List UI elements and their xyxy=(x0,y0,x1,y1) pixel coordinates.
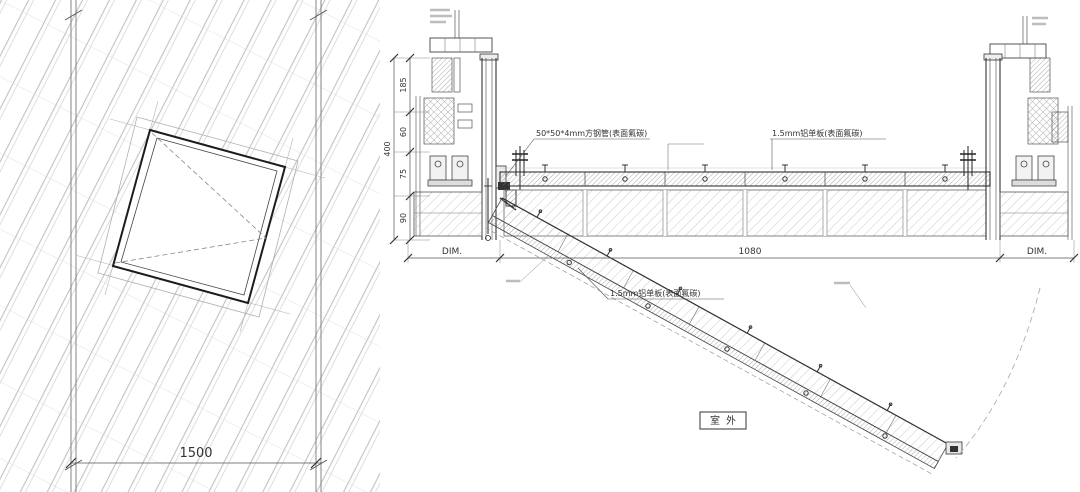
grid-line-right xyxy=(309,0,328,492)
swing-arc xyxy=(955,287,1041,459)
outdoor-text: 室外 xyxy=(710,414,742,427)
note-alum-panel-slope: 1.5mm铝单板(表面氟碳) xyxy=(610,288,701,298)
opening-frame xyxy=(111,128,287,305)
note-steel-tube: 50*50*4mm方钢管(表面氟碳) xyxy=(536,128,647,138)
micro-annotation xyxy=(1032,16,1048,26)
fastener-cluster xyxy=(960,146,976,190)
dimension-1500: 1500 xyxy=(179,446,212,461)
dimension-v-75: 75 xyxy=(399,169,408,179)
horizontal-panel-band xyxy=(499,164,991,237)
dimension-dim-right: DIM. xyxy=(1027,247,1047,257)
stone-cladding-block xyxy=(999,191,1069,237)
annotations: 50*50*4mm方钢管(表面氟碳) 1.5mm铝单板(表面氟碳) 1.5mm铝… xyxy=(505,128,886,430)
vent-symbol-line xyxy=(114,237,267,264)
dimension-1080: 1080 xyxy=(739,247,762,257)
hanger-rod xyxy=(484,178,492,241)
anchor-bolts xyxy=(427,155,473,187)
dimension-v-60: 60 xyxy=(399,127,408,137)
right-frame-assembly xyxy=(960,16,1073,240)
insulation-block xyxy=(1029,57,1051,93)
sloped-panel-assembly xyxy=(485,197,1041,475)
grid-line-left xyxy=(64,0,83,492)
right-wall-edge xyxy=(1051,106,1073,240)
skylight-opening xyxy=(97,116,299,318)
right-mullion xyxy=(983,53,1003,240)
slope-end-connector xyxy=(945,441,963,455)
dimension-dim-left: DIM. xyxy=(442,247,462,257)
anchor-bolts xyxy=(1011,155,1057,187)
sloped-metal-band xyxy=(487,214,939,470)
slope-fasteners xyxy=(536,209,893,439)
section-bottom-dimensions: DIM. 1080 DIM. xyxy=(403,240,1079,263)
band-fasteners xyxy=(542,164,948,182)
dimension-v-90: 90 xyxy=(399,213,408,223)
vent-symbol-line xyxy=(151,132,267,239)
section-left-dimensions: 185 60 75 90 400 xyxy=(383,53,430,245)
stone-cladding-block xyxy=(413,191,483,237)
outdoor-label: 室外 xyxy=(699,411,747,430)
dimension-v-overall: 400 xyxy=(383,141,392,156)
plan-view: 1500 xyxy=(0,0,380,492)
micro-annotation xyxy=(506,255,867,309)
note-alum-panel-top: 1.5mm铝单板(表面氟碳) xyxy=(772,128,863,138)
insulation-block xyxy=(431,57,453,93)
opening-frame-inner xyxy=(120,137,278,296)
micro-annotation xyxy=(430,8,452,24)
plan-dimension: 1500 xyxy=(65,446,322,469)
blocking-crosshatch xyxy=(423,97,455,145)
dimension-v-185: 185 xyxy=(399,77,408,92)
section-view: 50*50*4mm方钢管(表面氟碳) 1.5mm铝单板(表面氟碳) 1.5mm铝… xyxy=(383,8,1079,475)
opening-outer-trim xyxy=(97,116,299,318)
